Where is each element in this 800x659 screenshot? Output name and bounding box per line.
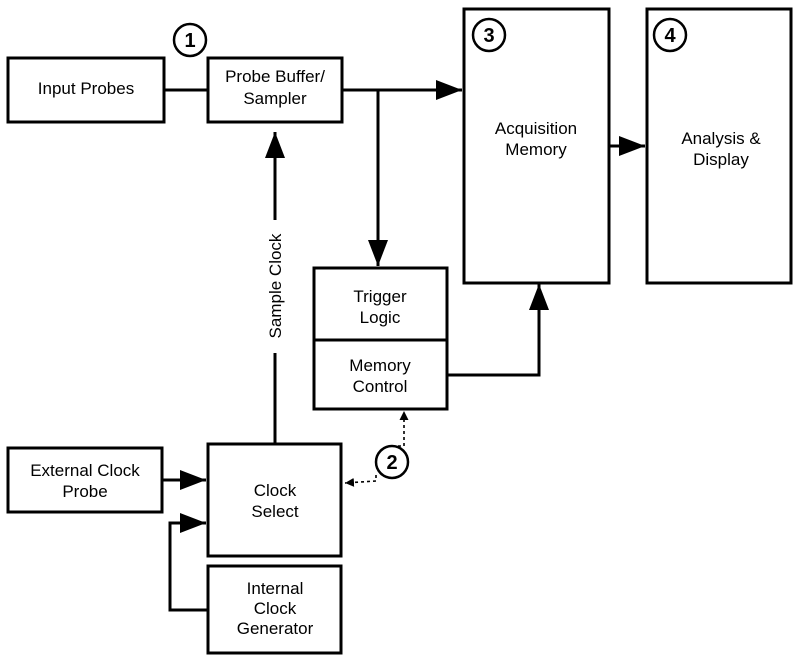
trigger-logic-label: Trigger <box>353 287 407 306</box>
svg-text:3: 3 <box>483 25 494 47</box>
svg-text:Analysis &: Analysis & <box>681 129 761 148</box>
marker-1: 1 <box>172 22 208 58</box>
analysis-display-block: Analysis & Display <box>645 7 793 285</box>
probe-buffer-sampler-block: Probe Buffer/ Sampler <box>206 56 344 124</box>
svg-text:Logic: Logic <box>360 308 401 327</box>
clock-select-block: Clock Select <box>206 442 343 558</box>
svg-text:4: 4 <box>664 25 676 47</box>
trigger-memory-control-block: Trigger Logic Memory Control <box>312 266 449 411</box>
marker-3: 3 <box>471 17 507 53</box>
svg-text:Internal: Internal <box>247 579 304 598</box>
svg-text:Clock: Clock <box>254 481 297 500</box>
memory-control-label: Memory <box>349 356 411 375</box>
svg-text:Probe: Probe <box>62 482 107 501</box>
svg-text:Sampler: Sampler <box>243 89 307 108</box>
svg-text:External Clock: External Clock <box>30 461 140 480</box>
external-clock-probe-block: External Clock Probe <box>6 446 164 514</box>
arrow-internal-clock-to-select <box>168 513 207 612</box>
input-probes-block: Input Probes <box>6 56 166 124</box>
dashed-arrow-to-clock-select <box>344 475 377 487</box>
svg-text:Acquisition: Acquisition <box>495 119 577 138</box>
svg-text:Clock: Clock <box>254 599 297 618</box>
internal-clock-generator-block: Internal Clock Generator <box>206 564 343 655</box>
svg-text:Generator: Generator <box>237 619 314 638</box>
acquisition-memory-block: Acquisition Memory <box>462 7 611 285</box>
sample-clock-label: Sample Clock <box>266 233 285 338</box>
marker-4: 4 <box>652 17 688 53</box>
svg-text:Control: Control <box>353 377 408 396</box>
svg-text:Select: Select <box>251 502 299 521</box>
marker-2: 2 <box>374 444 410 480</box>
svg-text:Probe Buffer/: Probe Buffer/ <box>225 67 325 86</box>
dashed-arrow-to-memory-control <box>392 411 409 447</box>
svg-text:Input Probes: Input Probes <box>38 79 134 98</box>
svg-text:Memory: Memory <box>505 140 567 159</box>
svg-text:2: 2 <box>386 452 397 474</box>
svg-text:Display: Display <box>693 150 749 169</box>
svg-text:1: 1 <box>184 30 195 52</box>
arrow-memory-control-to-acquisition <box>447 284 549 377</box>
